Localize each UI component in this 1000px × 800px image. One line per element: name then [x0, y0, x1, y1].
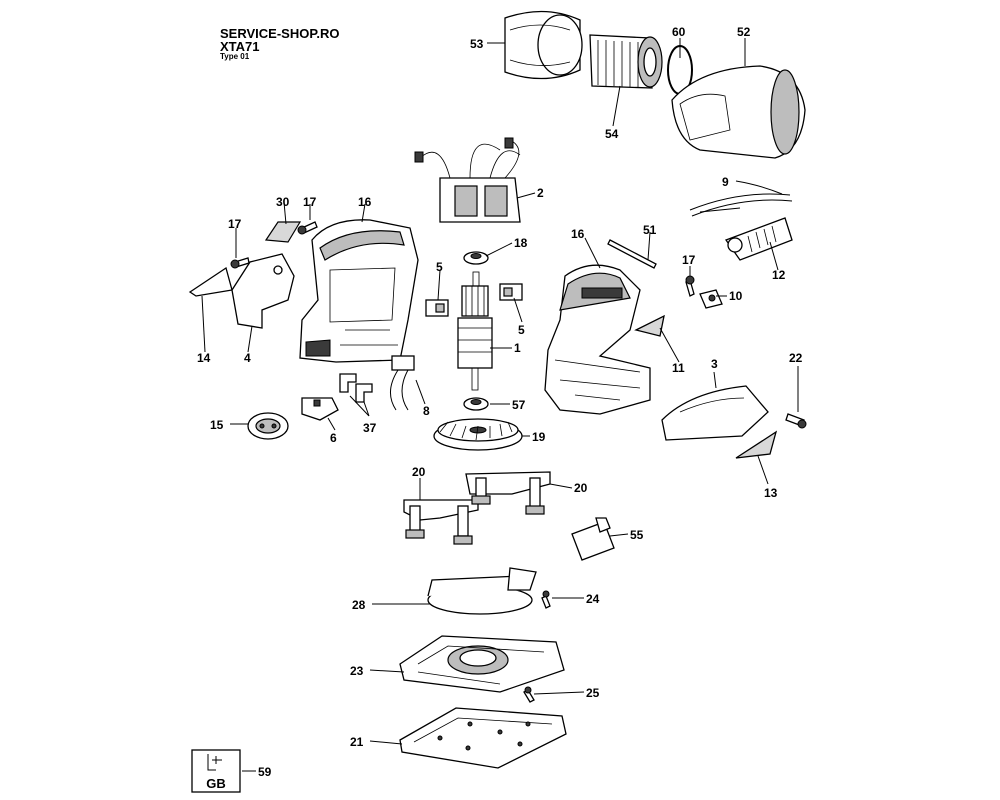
part-2-field-coil: [414, 137, 521, 223]
part-51-rod: [607, 239, 657, 269]
part-20-orbit-frame: [403, 499, 479, 545]
part-label: 30: [276, 195, 290, 209]
part-4-side-cover: [231, 253, 295, 329]
part-label: 20: [574, 481, 588, 495]
part-label: 25: [586, 686, 600, 700]
part-label: 11: [672, 361, 685, 375]
part-label: 54: [605, 127, 619, 141]
model-type: Type 01: [220, 52, 250, 61]
badge-code: GB: [206, 776, 226, 791]
part-label: 9: [722, 175, 729, 189]
part-25-screw: [523, 686, 535, 703]
part-label: 24: [586, 592, 600, 606]
part-16-housing-left: [299, 219, 419, 363]
part-53-dust-canister: [504, 10, 583, 80]
part-label: 4: [244, 351, 251, 365]
part-label: 8: [423, 404, 430, 418]
part-18-bearing: [463, 251, 489, 265]
part-label: 5: [436, 260, 443, 274]
part-label: 13: [764, 486, 778, 500]
part-label: 17: [303, 195, 317, 209]
part-label: 3: [711, 357, 718, 371]
part-5-brush-holder: [425, 299, 449, 317]
part-5-brush-holder: [499, 283, 523, 301]
leader-lines: [201, 38, 799, 772]
part-57-bearing: [463, 397, 489, 411]
part-label: 16: [571, 227, 585, 241]
part-label: 15: [210, 418, 224, 432]
part-label: 1: [514, 341, 521, 355]
part-17-screw: [685, 275, 695, 297]
part-label: 52: [737, 25, 751, 39]
part-number-labels: 53 60 52 54 2 9 30 17 16 17 18 51 16 12 …: [197, 25, 803, 779]
part-label: 14: [197, 351, 211, 365]
part-14-label: [188, 266, 233, 297]
part-19-fan: [433, 418, 523, 451]
part-label: 2: [537, 186, 544, 200]
part-label: 18: [514, 236, 528, 250]
part-label: 28: [352, 598, 366, 612]
site-name: SERVICE-SHOP.RO: [220, 26, 340, 41]
part-10-cord-clamp: [699, 289, 723, 309]
part-1-armature: [457, 271, 493, 391]
part-13-label: [735, 430, 778, 459]
part-17-screw: [230, 257, 250, 269]
part-label: 20: [412, 465, 426, 479]
part-28-shroud: [427, 567, 537, 615]
part-label: 21: [350, 735, 364, 749]
part-17-screw: [297, 221, 318, 235]
part-label: 53: [470, 37, 484, 51]
part-label: 22: [789, 351, 803, 365]
part-30-label: [264, 221, 302, 243]
part-37-terminals: [339, 373, 373, 403]
part-label: 19: [532, 430, 546, 444]
part-59-region-badge: GB: [191, 749, 241, 793]
part-16-housing-right: [544, 264, 651, 415]
part-label: 17: [682, 253, 696, 267]
part-label: 23: [350, 664, 364, 678]
part-23-base-plate: [399, 635, 565, 693]
part-label: 60: [672, 25, 686, 39]
part-9-power-cord: [689, 193, 793, 217]
part-21-sanding-pad: [399, 707, 567, 769]
part-label: 10: [729, 289, 743, 303]
part-12-cord-protector: [724, 217, 793, 261]
part-label: 57: [512, 398, 526, 412]
part-label: 55: [630, 528, 644, 542]
model-number: XTA71: [220, 39, 260, 54]
part-label: 12: [772, 268, 786, 282]
part-54-filter: [589, 34, 663, 89]
part-20-orbit-frame: [465, 471, 551, 515]
part-3-nose-cover: [661, 385, 769, 441]
part-label: 51: [643, 223, 657, 237]
part-11-label: [634, 314, 665, 337]
part-label: 59: [258, 765, 272, 779]
part-52-canister-cap: [671, 65, 806, 159]
part-label: 5: [518, 323, 525, 337]
part-6-switch: [301, 397, 339, 421]
part-label: 37: [363, 421, 377, 435]
part-label: 6: [330, 431, 337, 445]
part-22-screw: [785, 413, 807, 429]
part-24-screw: [541, 590, 551, 609]
part-15-switch-button: [247, 412, 289, 440]
part-55-dust-port: [571, 517, 615, 561]
part-label: 16: [358, 195, 372, 209]
part-label: 17: [228, 217, 242, 231]
part-8-brush-spring: [390, 355, 415, 411]
